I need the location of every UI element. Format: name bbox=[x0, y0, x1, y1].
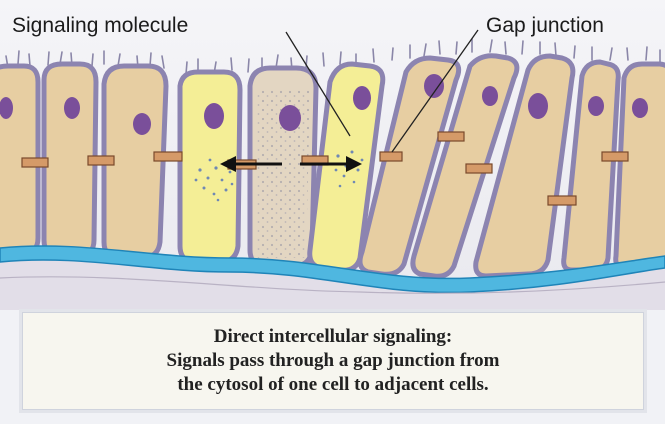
nucleus bbox=[482, 86, 498, 106]
nucleus bbox=[588, 96, 604, 116]
gap-junction bbox=[22, 158, 48, 167]
cell bbox=[616, 64, 665, 268]
nucleus bbox=[632, 98, 648, 118]
nucleus bbox=[528, 93, 548, 119]
caption-line-3: the cytosol of one cell to adjacent cell… bbox=[177, 373, 488, 397]
gap-junction bbox=[602, 152, 628, 161]
gap-junction bbox=[466, 164, 492, 173]
nucleus bbox=[133, 113, 151, 135]
nucleus bbox=[353, 86, 371, 110]
gap-junction bbox=[380, 152, 402, 161]
caption-line-1: Direct intercellular signaling: bbox=[214, 325, 453, 349]
gap-junction bbox=[88, 156, 114, 165]
nucleus bbox=[204, 103, 224, 129]
gap-junction bbox=[154, 152, 182, 161]
gap-junction bbox=[548, 196, 576, 205]
epithelium-illustration bbox=[0, 0, 665, 310]
signaling-molecule-label: Signaling molecule bbox=[12, 14, 188, 38]
nucleus bbox=[424, 74, 444, 98]
nucleus bbox=[279, 105, 301, 131]
gap-junction bbox=[438, 132, 464, 141]
caption-line-2: Signals pass through a gap junction from bbox=[167, 349, 500, 373]
gap-junction-label: Gap junction bbox=[486, 14, 604, 38]
nucleus bbox=[64, 97, 80, 119]
caption-box: Direct intercellular signaling: Signals … bbox=[22, 312, 644, 410]
